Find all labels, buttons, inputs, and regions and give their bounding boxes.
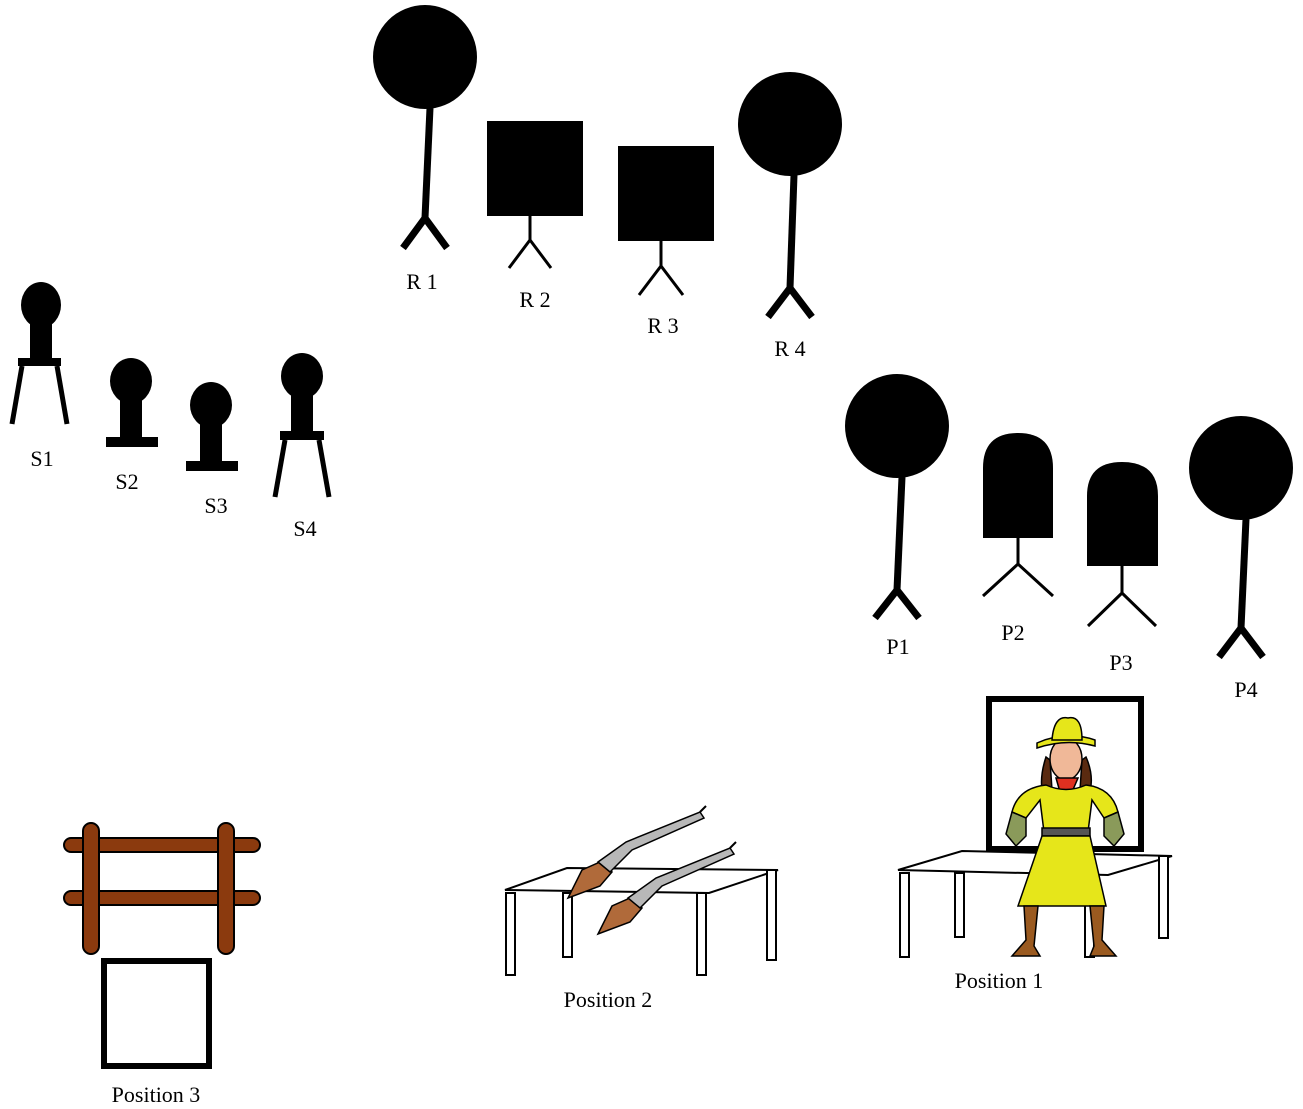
pistol-target-label: P4 <box>1234 677 1257 702</box>
hitching-rail <box>63 822 261 955</box>
shotgun-target-label: S2 <box>115 469 138 494</box>
rifle-target-label: R 2 <box>519 287 550 312</box>
pistol-target-label: P2 <box>1001 620 1024 645</box>
position-1: Position 1 <box>897 696 1173 993</box>
rifle-target-r4: R 4 <box>738 72 842 361</box>
rifle-target-r1: R 1 <box>373 5 477 294</box>
shotgun-target-s4: S4 <box>272 353 332 541</box>
shotgun-target-label: S4 <box>293 516 316 541</box>
rifle-icon <box>596 841 737 936</box>
rifle-target-label: R 3 <box>647 313 678 338</box>
shotgun-target-label: S3 <box>204 493 227 518</box>
position-3-label: Position 3 <box>112 1082 201 1107</box>
rifle-target-label: R 4 <box>774 336 805 361</box>
pistol-target-p1: P1 <box>845 374 949 659</box>
cowgirl-figure <box>1005 716 1125 957</box>
rifle-target-label: R 1 <box>406 269 437 294</box>
pistol-target-p4: P4 <box>1189 416 1293 702</box>
position-2: Position 2 <box>504 805 779 1012</box>
shotgun-target-s1: S1 <box>9 282 70 471</box>
shotgun-target-s3: S3 <box>186 382 238 518</box>
rifle-target-r2: R 2 <box>487 121 583 312</box>
pistol-target-p3: P3 <box>1086 462 1158 675</box>
table <box>504 866 779 976</box>
pistol-target-p2: P2 <box>981 433 1055 645</box>
pistol-target-label: P3 <box>1109 650 1132 675</box>
pistol-target-label: P1 <box>886 634 909 659</box>
position-3: Position 3 <box>63 822 261 1107</box>
shotgun-target-s2: S2 <box>106 358 158 494</box>
rifle-target-r3: R 3 <box>618 146 714 338</box>
shooting-box <box>101 958 212 1069</box>
shotgun-target-label: S1 <box>30 446 53 471</box>
position-1-label: Position 1 <box>955 968 1044 993</box>
position-2-label: Position 2 <box>564 987 653 1012</box>
rifle-icon <box>566 805 707 900</box>
